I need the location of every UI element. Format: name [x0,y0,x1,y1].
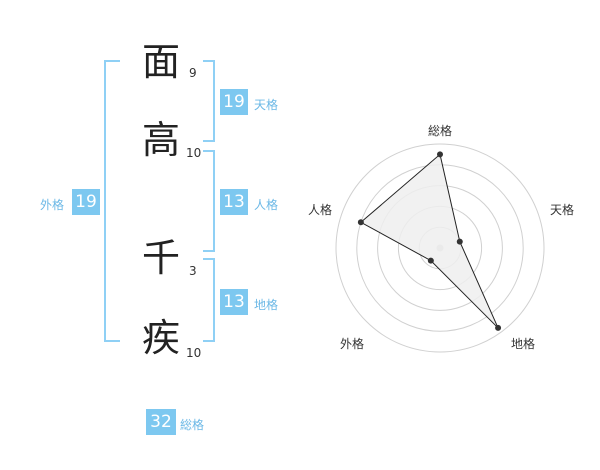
radar-point-2 [456,238,463,245]
radar-label-soukaku: 総格 [428,124,453,138]
jinkaku-label: 人格 [254,198,279,212]
soukaku-value-box: 32 [146,409,176,435]
radar-grid-circle [335,143,545,353]
radar-label-gaikaku: 外格 [340,337,365,351]
tenkaku-label: 天格 [254,98,279,112]
radar-label-jinkaku: 人格 [308,203,333,217]
name-char-4: 疾 [141,316,180,360]
stroke-count-2: 10 [186,146,202,160]
chikaku-bracket [203,258,215,342]
name-char-2: 高 [141,118,180,162]
radar-label-tenkaku: 天格 [550,203,575,217]
stroke-count-1: 9 [189,66,197,80]
jinkaku-bracket [203,150,215,252]
radar-point-3 [495,324,502,331]
chikaku-value-box: 13 [220,289,248,315]
tenkaku-bracket [203,60,215,142]
gaikaku-bracket [104,60,120,342]
soukaku-label: 総格 [180,418,205,432]
radar-polygon [359,153,499,329]
jinkaku-value-box: 13 [220,189,248,215]
chikaku-label: 地格 [254,298,279,312]
name-char-1: 面 [141,40,180,84]
name-char-3: 千 [141,236,180,280]
tenkaku-value-box: 19 [220,89,248,115]
stroke-count-4: 10 [186,346,202,360]
radar-point-5 [357,219,364,226]
stroke-count-3: 3 [189,264,197,278]
radar-point-4 [427,257,434,264]
radar-point-1 [437,151,443,158]
radar-chart [335,143,545,353]
gaikaku-value-box: 19 [72,189,100,215]
gaikaku-label: 外格 [40,198,65,212]
radar-label-chikaku: 地格 [511,337,536,351]
